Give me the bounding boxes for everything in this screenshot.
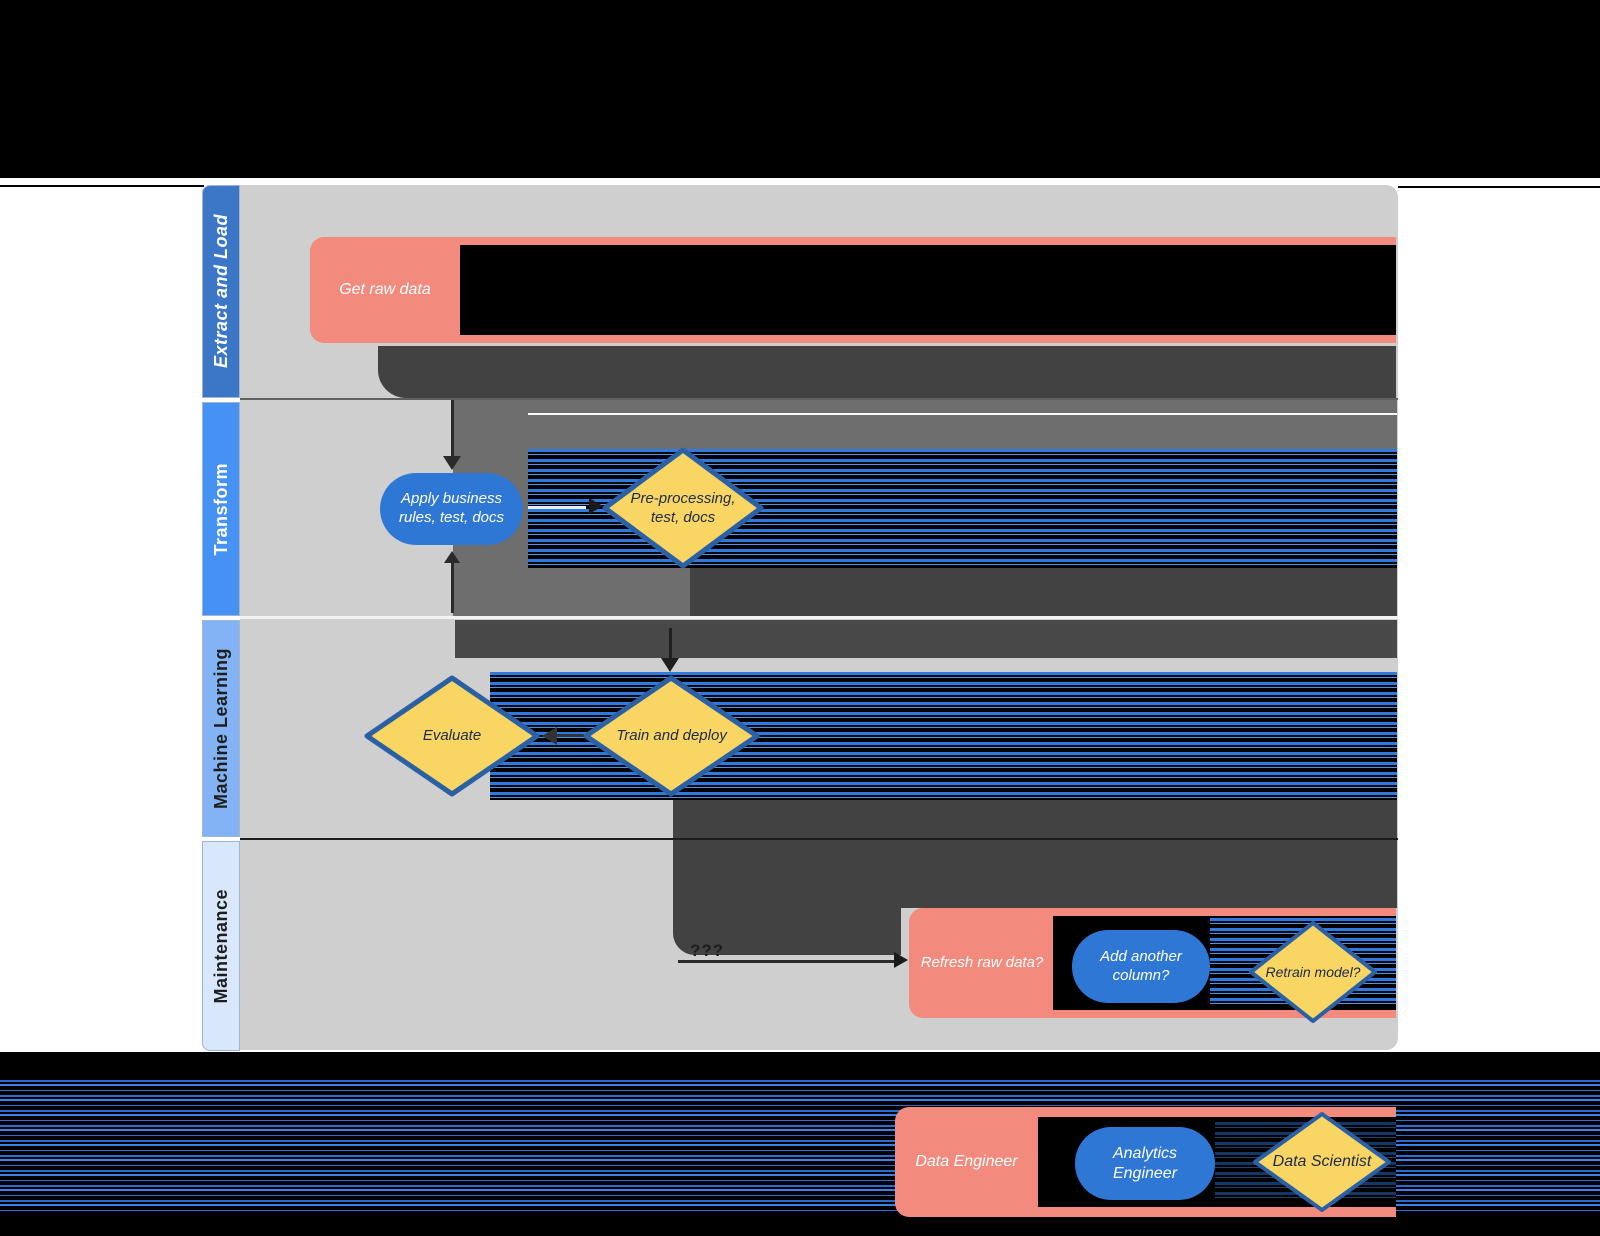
legend-analytics-engineer-label: Analytics Engineer xyxy=(1112,1144,1178,1182)
node-apply-business-rules-label: Apply business rules, test, docs xyxy=(398,490,505,526)
node-add-another-column-label: Add another column? xyxy=(1100,947,1182,984)
node-evaluate[interactable]: Evaluate xyxy=(364,675,540,797)
arrowhead-right-into-preprocessing xyxy=(589,498,603,514)
node-refresh-raw-data-label: Refresh raw data? xyxy=(920,954,1044,972)
node-add-another-column[interactable]: Add another column? xyxy=(1072,930,1210,1003)
decision-diamond-shape xyxy=(1253,1112,1391,1212)
legend-data-scientist[interactable]: Data Scientist xyxy=(1252,1111,1392,1213)
arrowhead-right-into-refresh xyxy=(894,952,908,968)
arrowhead-up-into-apply-rules xyxy=(444,551,460,563)
arrowhead-down-into-train xyxy=(661,658,679,672)
node-apply-business-rules[interactable]: Apply business rules, test, docs xyxy=(380,473,523,545)
connector-extract-to-transform[interactable] xyxy=(451,400,454,456)
overlay-charcoal-ml-top xyxy=(455,620,1397,658)
node-train-and-deploy[interactable]: Train and deploy xyxy=(583,675,760,797)
overlay-white-line-artifact xyxy=(528,413,1397,415)
top-black-band xyxy=(0,0,1600,178)
decision-diamond-shape xyxy=(602,447,764,569)
connector-train-to-evaluate[interactable] xyxy=(557,734,585,737)
node-retrain-model-label: Retrain model? xyxy=(1265,963,1361,980)
top-band-edge-right xyxy=(1398,186,1600,188)
node-retrain-model[interactable]: Retrain model? xyxy=(1248,920,1378,1024)
lane-header-maintenance[interactable]: Maintenance xyxy=(202,841,240,1051)
legend-data-engineer-label[interactable]: Data Engineer xyxy=(915,1152,1018,1170)
node-preprocessing-label: Pre-processing, test, docs xyxy=(630,489,736,527)
node-evaluate-label: Evaluate xyxy=(422,727,482,745)
decision-diamond-shape xyxy=(364,675,540,797)
top-band-edge-left xyxy=(0,185,204,187)
node-preprocessing[interactable]: Pre-processing, test, docs xyxy=(602,447,764,569)
overlay-black-row1 xyxy=(460,245,1396,335)
lane-divider-1 xyxy=(240,398,1398,400)
lane-label: Transform xyxy=(210,462,231,556)
overlay-charcoal-row1 xyxy=(378,346,1396,398)
legend-data-scientist-label: Data Scientist xyxy=(1272,1152,1372,1170)
lane-label: Machine Learning xyxy=(210,647,231,810)
lane-header-machine-learning[interactable]: Machine Learning xyxy=(202,620,240,837)
lane-label: Maintenance xyxy=(210,888,231,1004)
node-train-and-deploy-label: Train and deploy xyxy=(616,727,727,745)
overlay-medgray-transform-lower xyxy=(453,568,690,617)
overlay-charcoal-maintenance xyxy=(673,800,1397,908)
lane-header-transform[interactable]: Transform xyxy=(202,402,240,616)
arrowhead-down-into-apply-rules xyxy=(443,456,461,470)
connector-preprocessing-to-train[interactable] xyxy=(669,628,672,658)
arrowhead-left-into-evaluate xyxy=(542,727,557,745)
decision-diamond-shape xyxy=(583,675,760,797)
overlay-charcoal-transform-lower xyxy=(690,568,1397,617)
node-get-raw-data-label: Get raw data xyxy=(339,280,431,298)
lane-divider-3 xyxy=(240,838,1398,840)
decision-diamond-shape xyxy=(1249,921,1377,1023)
connector-question-marks: ??? xyxy=(690,941,725,960)
overlay-charcoal-maintenance-elbow xyxy=(673,908,901,955)
legend-analytics-engineer[interactable]: Analytics Engineer xyxy=(1075,1127,1215,1200)
connector-loop-to-refresh[interactable] xyxy=(678,960,894,963)
lane-label: Extract and Load xyxy=(210,214,231,369)
lane-divider-2 xyxy=(240,616,1398,619)
connector-apply-to-preprocessing[interactable] xyxy=(528,506,586,509)
lane-header-extract-and-load[interactable]: Extract and Load xyxy=(202,185,240,398)
connector-return-up[interactable] xyxy=(451,563,454,613)
